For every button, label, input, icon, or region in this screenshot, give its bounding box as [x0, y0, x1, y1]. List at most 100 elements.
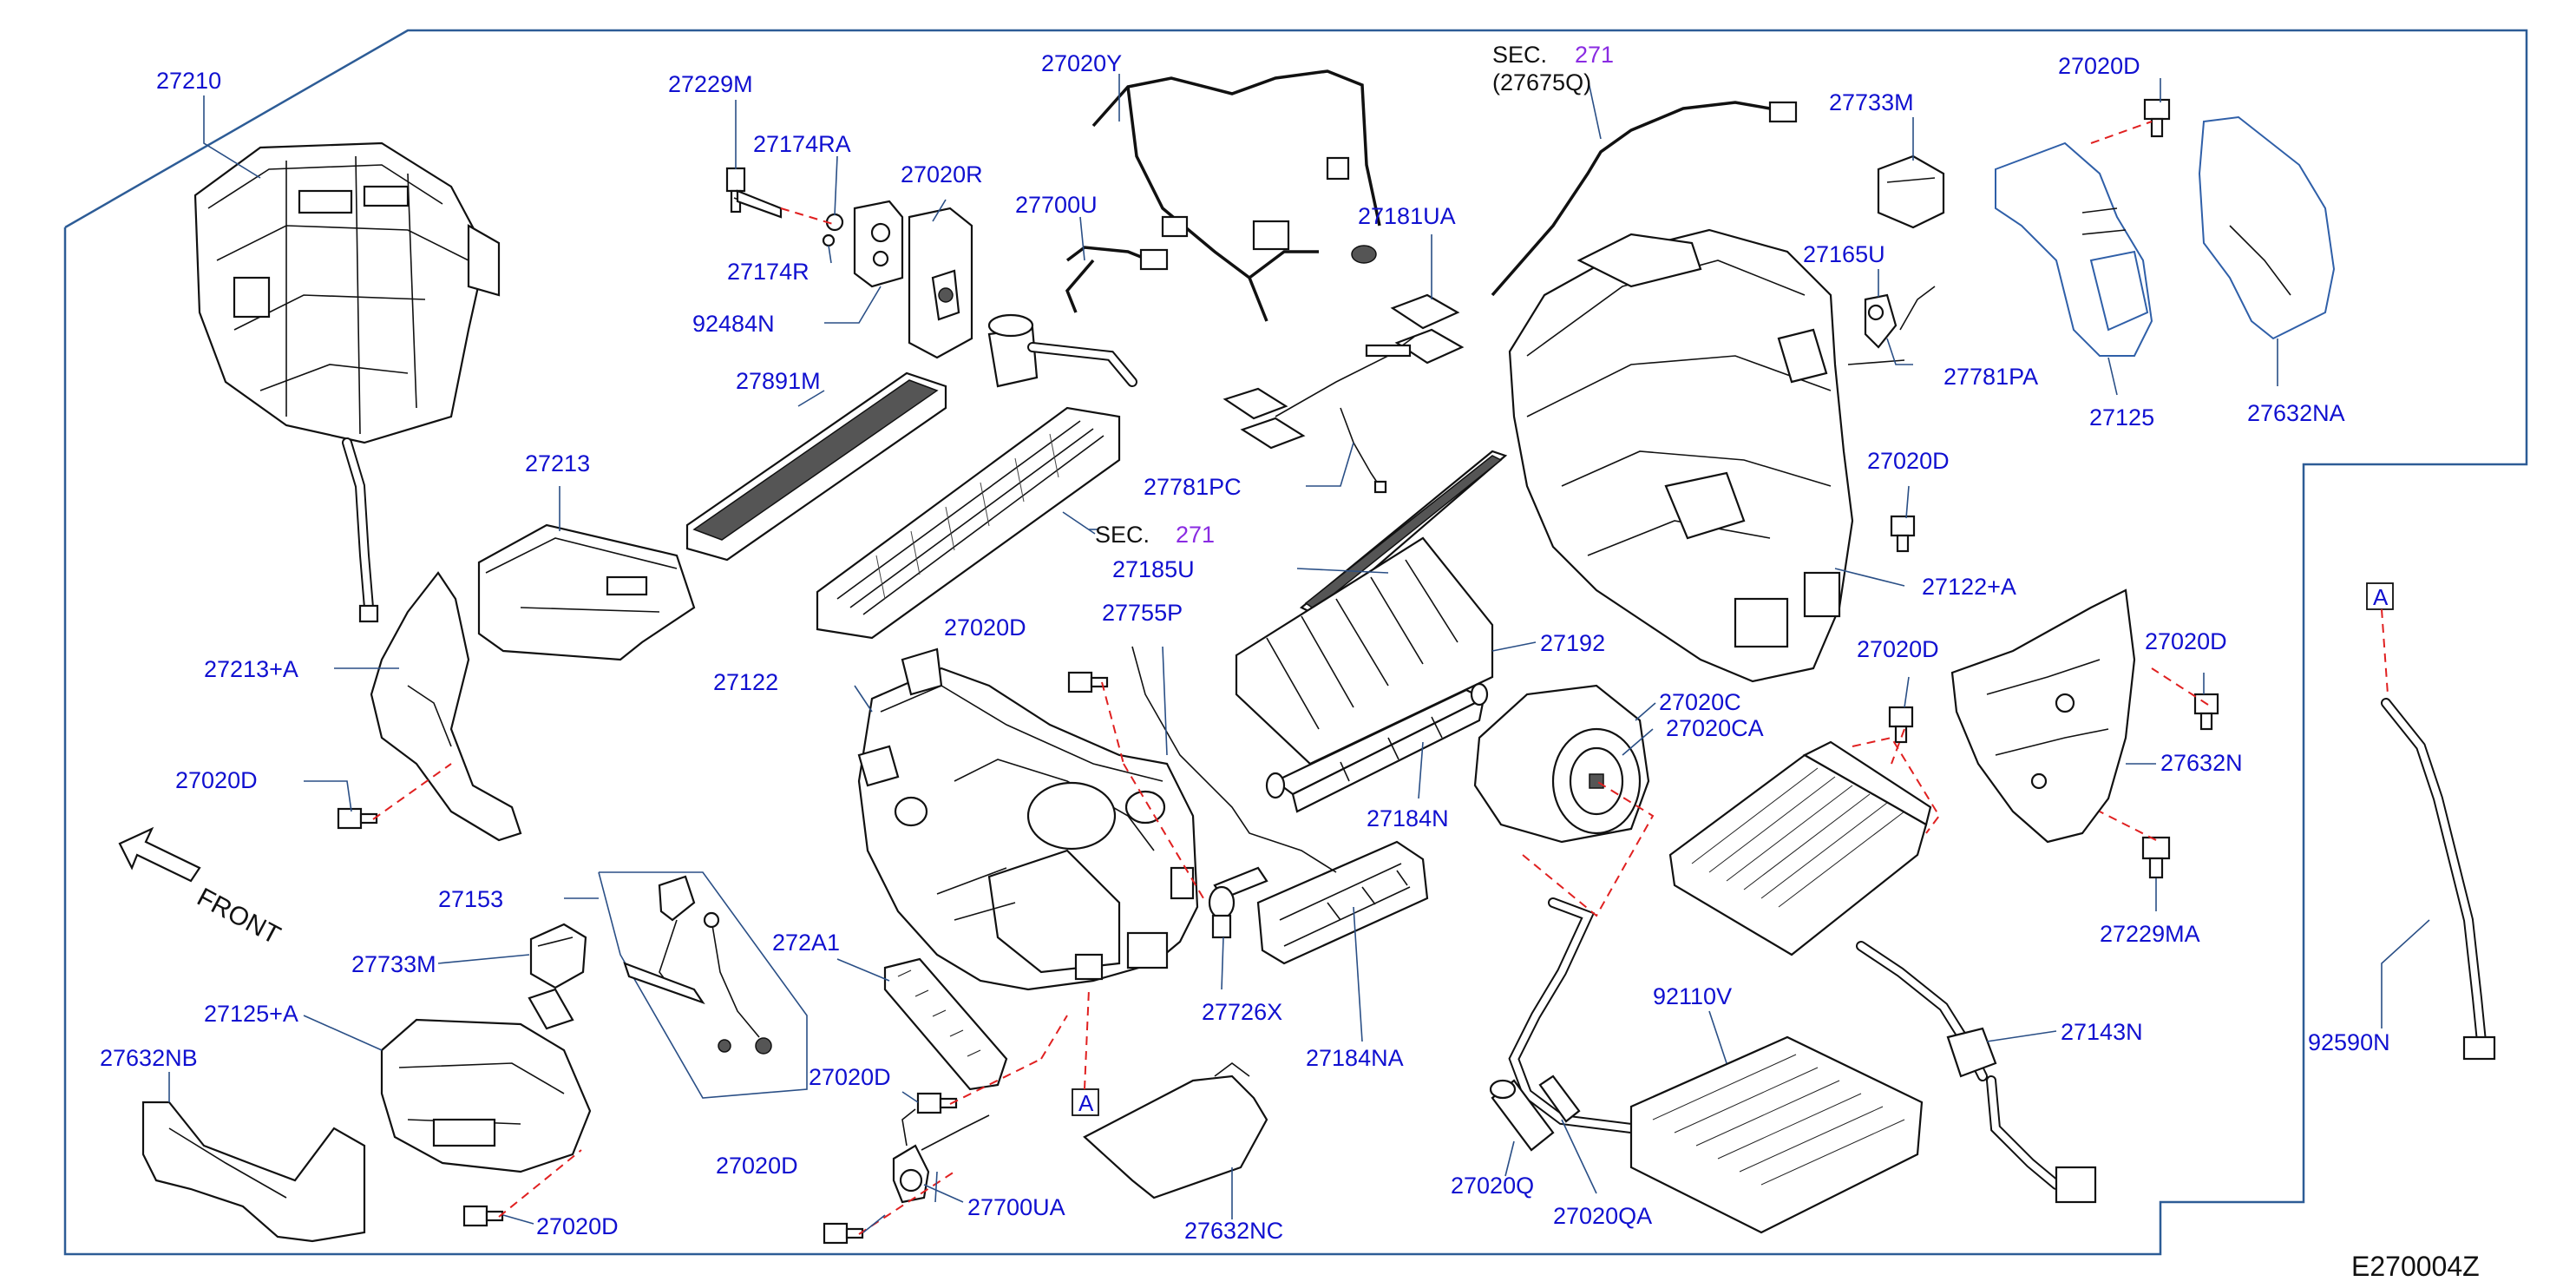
diagram-boundary — [63, 29, 2528, 1256]
label-27020D-bottom: 27020D — [716, 1153, 798, 1179]
label-27020D-mid: 27020D — [1867, 448, 1950, 474]
label-27632N: 27632N — [2160, 750, 2243, 776]
label-27020Q: 27020Q — [1451, 1173, 1534, 1199]
bolt-27229M — [725, 167, 783, 219]
sec-label-evaporator: SEC. — [1095, 522, 1150, 548]
label-27733M-bl: 27733M — [351, 951, 436, 977]
label-92590N: 92590N — [2308, 1029, 2390, 1055]
sensor-27700UA — [892, 1108, 990, 1204]
bolt-27020D-bottom — [823, 1222, 864, 1245]
label-27632NC: 27632NC — [1184, 1218, 1283, 1244]
reference-box-a-center — [1072, 1088, 1099, 1116]
harness-27020Y — [1065, 69, 1381, 322]
label-27733M-top: 27733M — [1829, 89, 1914, 115]
bolt-27020D-left — [337, 807, 378, 830]
label-27184N: 27184N — [1367, 805, 1449, 831]
label-27891M: 27891M — [736, 368, 821, 394]
fan-27020C — [1473, 684, 1650, 844]
label-27700U: 27700U — [1015, 192, 1098, 218]
label-27781PC: 27781PC — [1144, 474, 1242, 500]
label-27153: 27153 — [438, 886, 503, 912]
label-27192: 27192 — [1540, 630, 1605, 656]
bracket-27632NB — [141, 1101, 366, 1243]
bracket-27632N — [1950, 588, 2136, 844]
bracket-27632NA — [2198, 115, 2336, 340]
actuator-27733M-top — [1877, 154, 1945, 229]
label-27125A: 27125+A — [204, 1001, 298, 1027]
door-27184NA — [1256, 840, 1429, 965]
leader-lines — [168, 74, 2430, 1233]
reference-letter-right: A — [2373, 584, 2389, 610]
heater-core-92110V — [1508, 897, 1924, 1234]
bracket-27165U — [1864, 293, 1898, 349]
label-27755P: 27755P — [1102, 600, 1183, 626]
label-27213A: 27213+A — [204, 656, 298, 682]
part-labels: 27210 27229M 27174RA 27174R 92484N 27020… — [100, 50, 2390, 1244]
label-27125: 27125 — [2089, 404, 2154, 430]
bolt-27020D-tr — [2143, 98, 2171, 138]
connector-27675Q — [1768, 101, 1798, 123]
bolt-27020D-lower — [916, 1092, 958, 1114]
label-27632NB: 27632NB — [100, 1045, 198, 1071]
diagram-code: E270004Z — [2351, 1251, 2480, 1282]
label-27020D-hc: 27020D — [1857, 636, 1939, 662]
label-27020D-lower: 27020D — [809, 1064, 891, 1090]
label-27020D-br: 27020D — [2145, 628, 2227, 654]
evaporator-sec271 — [816, 313, 1137, 640]
label-27726X: 27726X — [1202, 999, 1282, 1025]
label-27122: 27122 — [713, 669, 778, 695]
label-272A1: 272A1 — [772, 930, 840, 956]
bolt-27020D-tube — [1067, 671, 1109, 693]
sec-number-top: 271 — [1575, 42, 1614, 68]
door-27184N — [1265, 682, 1489, 813]
label-27020QA: 27020QA — [1553, 1203, 1652, 1229]
wire-27675Q — [1491, 101, 1771, 297]
actuator-27733M-bl — [529, 923, 587, 989]
tube-27020QA — [1538, 1074, 1581, 1123]
label-27143N: 27143N — [2061, 1019, 2143, 1045]
label-27020CA: 27020CA — [1666, 715, 1764, 741]
heater-core-27143N — [1668, 740, 2097, 1204]
case-27122 — [857, 647, 1199, 991]
strip-272A1 — [883, 957, 1008, 1091]
front-arrow-icon — [118, 826, 201, 883]
label-27020Y: 27020Y — [1041, 50, 1122, 76]
label-27020D-tube: 27020D — [944, 614, 1026, 641]
blower-27125 — [1995, 141, 2153, 357]
label-27020D-tr: 27020D — [2058, 53, 2140, 79]
sec-subref-top: (27675Q) — [1492, 69, 1591, 95]
hvac-assembly-27210 — [193, 141, 501, 623]
label-27020R: 27020R — [901, 161, 983, 187]
wire-27755P — [1131, 646, 1337, 873]
duct-27213 — [477, 523, 696, 661]
block-92484N — [853, 200, 904, 288]
bolt-27020D-bl — [462, 1205, 504, 1227]
label-27185U: 27185U — [1112, 556, 1195, 582]
label-27181UA: 27181UA — [1358, 203, 1456, 229]
sec-number-evaporator: 271 — [1176, 522, 1215, 548]
label-92484N: 92484N — [692, 311, 775, 337]
label-27122A: 27122+A — [1922, 574, 2016, 600]
seal-27174R — [822, 233, 836, 247]
label-27700UA: 27700UA — [967, 1194, 1065, 1220]
label-27165U: 27165U — [1803, 241, 1885, 267]
shaft-27726X — [1208, 866, 1268, 939]
label-27020D-bl: 27020D — [536, 1213, 619, 1239]
tube-27213A — [370, 571, 522, 842]
tube-27020Q — [1489, 1079, 1555, 1152]
label-27632NA: 27632NA — [2247, 400, 2345, 426]
label-92110V: 92110V — [1653, 983, 1732, 1009]
label-27174R: 27174R — [727, 259, 810, 285]
label-27229M: 27229M — [668, 71, 753, 97]
bracket-27632NC — [1083, 1062, 1268, 1199]
label-27020D-left: 27020D — [175, 767, 258, 793]
reference-box-a-right — [2366, 582, 2394, 610]
sensor-27181UA — [1222, 293, 1465, 450]
label-27174RA: 27174RA — [753, 131, 851, 157]
label-27229MA: 27229MA — [2100, 921, 2200, 947]
housing-27122A — [1508, 228, 1854, 683]
front-label: FRONT — [193, 883, 285, 950]
assembly-27125A — [380, 988, 592, 1173]
label-27210: 27210 — [156, 68, 221, 94]
